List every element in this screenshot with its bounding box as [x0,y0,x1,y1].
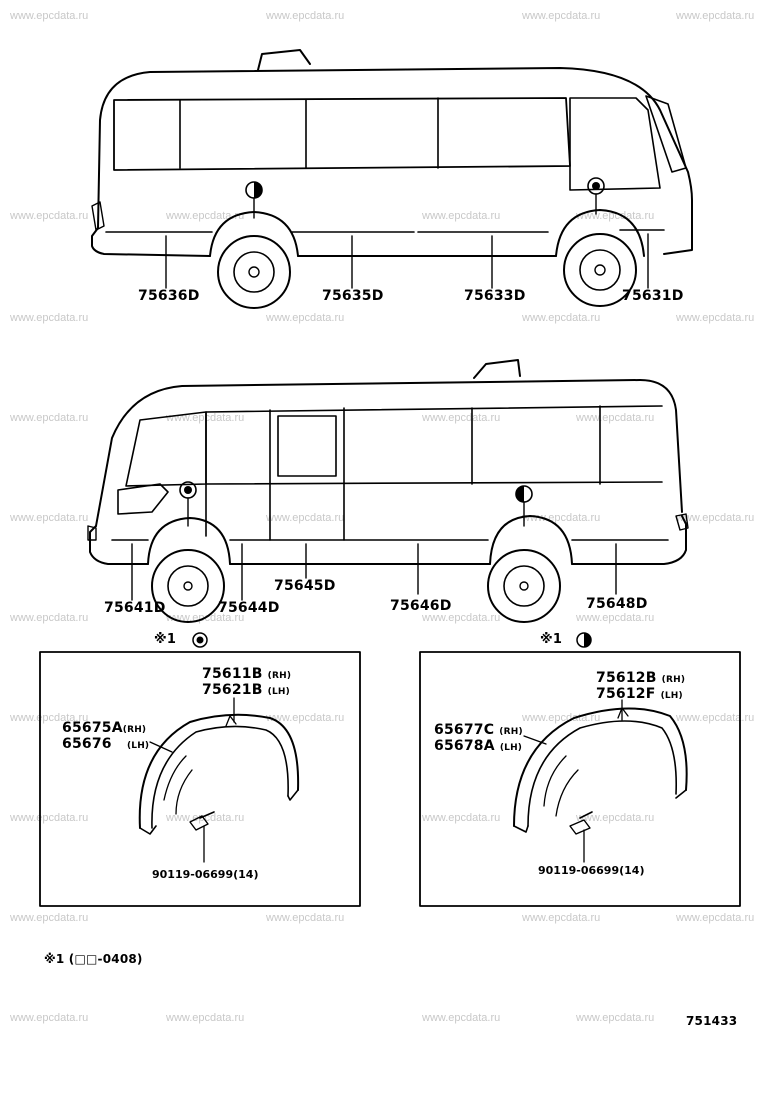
upper-van-body [91,49,693,257]
right-marker-symbol [576,632,592,648]
right-part-c: 65677C (RH) [434,722,523,738]
left-part-c: 65675A(RH) [62,720,147,736]
right-part-d: 65678A (LH) [434,738,523,754]
part-label-75648D: 75648D [586,596,648,612]
part-label-75646D: 75646D [390,598,452,614]
watermark-text: www.epcdata.ru [422,210,501,222]
watermark-text: www.epcdata.ru [266,912,345,924]
watermark-text: www.epcdata.ru [576,612,655,624]
right-part-a: 75612B (RH) [596,670,686,686]
lower-leaders [131,543,617,601]
left-detail-leaders [149,697,235,863]
lower-van-body [87,359,689,565]
watermark-text: www.epcdata.ru [522,912,601,924]
left-marker-symbol [192,632,208,648]
watermark-text: www.epcdata.ru [522,312,601,324]
watermark-text: www.epcdata.ru [10,312,89,324]
watermark-text: www.epcdata.ru [676,712,755,724]
watermark-text: www.epcdata.ru [522,512,601,524]
watermark-text: www.epcdata.ru [422,812,501,824]
watermark-text: www.epcdata.ru [10,512,89,524]
watermark-text: www.epcdata.ru [576,412,655,424]
watermark-text: www.epcdata.ru [10,612,89,624]
left-detail-frame [39,651,361,907]
left-fender-liner [138,713,300,835]
footnote: ※1 (□□-0408) [44,952,143,966]
right-detail-marker: ※1 [540,632,563,647]
watermark-text: www.epcdata.ru [10,812,89,824]
watermark-text: www.epcdata.ru [166,1012,245,1024]
watermark-text: www.epcdata.ru [10,10,89,22]
watermark-text: www.epcdata.ru [10,1012,89,1024]
watermark-text: www.epcdata.ru [10,412,89,424]
part-label-75631D: 75631D [622,288,684,304]
left-part-d: 65676 (LH) [62,736,150,752]
watermark-text: www.epcdata.ru [10,912,89,924]
upper-van-markers [245,177,605,219]
left-part-a: 75611B (RH) [202,666,292,682]
watermark-text: www.epcdata.ru [422,412,501,424]
lower-van-markers [179,481,533,527]
diagram-number: 751433 [686,1014,738,1028]
right-bolt-label: 90119-06699(14) [538,864,645,877]
upper-van-wheels [217,233,637,309]
watermark-text: www.epcdata.ru [576,812,655,824]
upper-leaders [165,233,649,289]
watermark-text: www.epcdata.ru [266,512,345,524]
watermark-text: www.epcdata.ru [166,210,245,222]
part-label-75644D: 75644D [218,600,280,616]
right-detail-leaders [523,699,623,863]
part-label-75635D: 75635D [322,288,384,304]
right-fender-liner [513,707,688,835]
part-label-75636D: 75636D [138,288,200,304]
watermark-text: www.epcdata.ru [676,10,755,22]
left-bolt-label: 90119-06699(14) [152,868,259,881]
left-detail-marker: ※1 [154,632,177,647]
watermark-text: www.epcdata.ru [266,712,345,724]
watermark-text: www.epcdata.ru [10,712,89,724]
watermark-text: www.epcdata.ru [10,210,89,222]
watermark-text: www.epcdata.ru [266,10,345,22]
right-detail-frame [419,651,741,907]
watermark-text: www.epcdata.ru [576,1012,655,1024]
watermark-text: www.epcdata.ru [676,512,755,524]
watermark-text: www.epcdata.ru [422,1012,501,1024]
watermark-text: www.epcdata.ru [676,312,755,324]
part-label-75633D: 75633D [464,288,526,304]
watermark-text: www.epcdata.ru [166,812,245,824]
watermark-text: www.epcdata.ru [266,312,345,324]
part-label-75641D: 75641D [104,600,166,616]
right-part-b: 75612F (LH) [596,686,683,702]
watermark-text: www.epcdata.ru [422,612,501,624]
lower-van-wheels [151,549,561,623]
watermark-text: www.epcdata.ru [676,912,755,924]
left-part-b: 75621B (LH) [202,682,290,698]
part-label-75645D: 75645D [274,578,336,594]
watermark-text: www.epcdata.ru [522,10,601,22]
